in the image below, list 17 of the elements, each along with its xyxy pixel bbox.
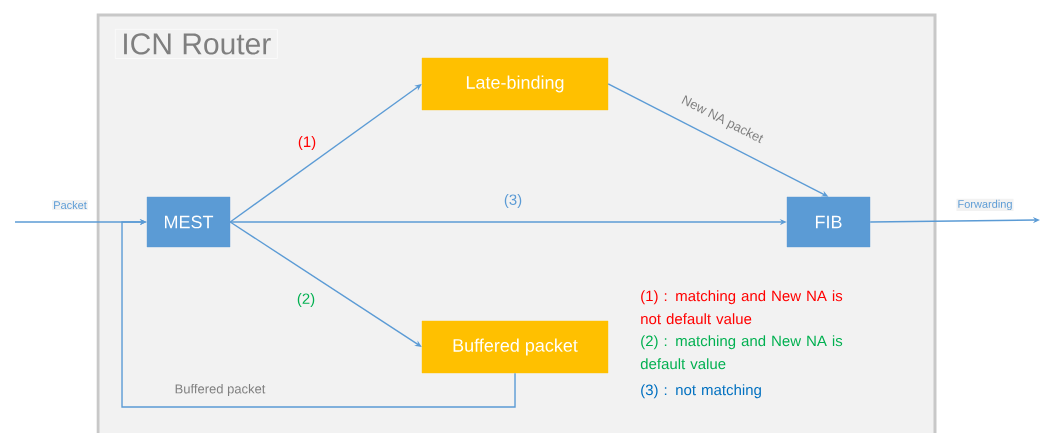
process-box: Late-binding [421,57,609,111]
note-text: (3) : not matching [641,384,761,399]
edge-label: (1) [296,135,318,151]
note-text: (2) : matching and New NA is default value [640,335,843,370]
arrow [229,221,422,347]
note-text: (1) : matching and New NA is not default value [641,290,843,325]
arrow [229,84,422,223]
edge-label: (2) [295,292,317,308]
edge-label: Packet [52,199,88,211]
process-box: Buffered packet [421,320,609,374]
router-frame [96,13,937,433]
arrow [121,218,516,408]
title-box: ICN Router [115,29,278,59]
edge-label: Forwarding [956,198,1014,212]
process-box: FIB [786,196,871,248]
edge-label: (3) [502,193,524,209]
process-box: MEST [146,196,231,248]
